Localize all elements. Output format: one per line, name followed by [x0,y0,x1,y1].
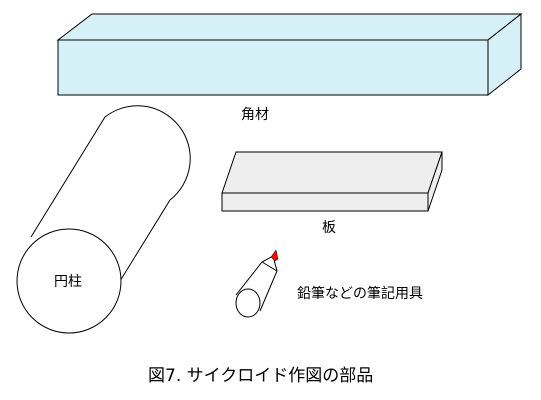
square-bar-label: 角材 [241,107,269,123]
pencil-ferrule [261,261,278,272]
square-bar-front [57,39,489,96]
board-side [427,151,443,212]
cylinder-body [30,105,191,321]
board [221,151,443,212]
cylinder [16,105,191,334]
cylinder-end [16,228,122,334]
pencil-label: 鉛筆などの筆記用具 [297,286,423,302]
pencil-end [235,288,261,318]
pencil-tip [270,249,279,262]
figure-caption: 図7. サイクロイド作図の部品 [148,366,374,386]
board-top [221,151,443,194]
pencil [235,249,279,318]
square-bar-top [56,13,523,41]
cylinder-label: 円柱 [54,274,82,290]
square-bar-end [487,12,522,97]
square-bar [56,12,523,97]
board-label: 板 [322,220,336,236]
board-front [221,192,429,212]
